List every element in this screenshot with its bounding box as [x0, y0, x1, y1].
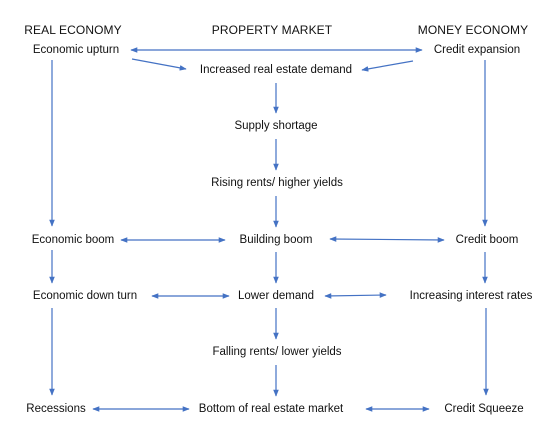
arrow-building-boom-to-credit-boom — [329, 236, 445, 243]
node-recessions: Recessions — [26, 403, 86, 415]
node-lower-demand: Lower demand — [237, 290, 315, 302]
arrow-lower-demand-to-increasing-rates — [324, 292, 387, 299]
node-credit-boom: Credit boom — [455, 234, 519, 246]
node-economic-upturn: Economic upturn — [32, 44, 120, 56]
header-real-economy: REAL ECONOMY — [24, 23, 122, 37]
node-credit-expansion: Credit expansion — [433, 44, 521, 56]
node-bottom-market: Bottom of real estate market — [198, 403, 344, 415]
node-building-boom: Building boom — [239, 234, 313, 246]
node-falling-rents: Falling rents/ lower yields — [212, 346, 342, 358]
header-money-economy: MONEY ECONOMY — [417, 23, 529, 37]
arrow-economic-upturn-to-increased-demand — [131, 58, 187, 71]
node-credit-squeeze: Credit Squeeze — [444, 403, 524, 415]
node-rising-rents: Rising rents/ higher yields — [211, 177, 343, 189]
node-increasing-rates: Increasing interest rates — [409, 290, 533, 302]
node-economic-down-turn: Economic down turn — [32, 290, 138, 302]
node-increased-demand: Increased real estate demand — [199, 64, 353, 76]
arrow-credit-expansion-to-increased-demand — [361, 60, 414, 72]
header-property-market: PROPERTY MARKET — [211, 23, 333, 37]
node-supply-shortage: Supply shortage — [234, 120, 318, 132]
node-economic-boom: Economic boom — [31, 234, 115, 246]
